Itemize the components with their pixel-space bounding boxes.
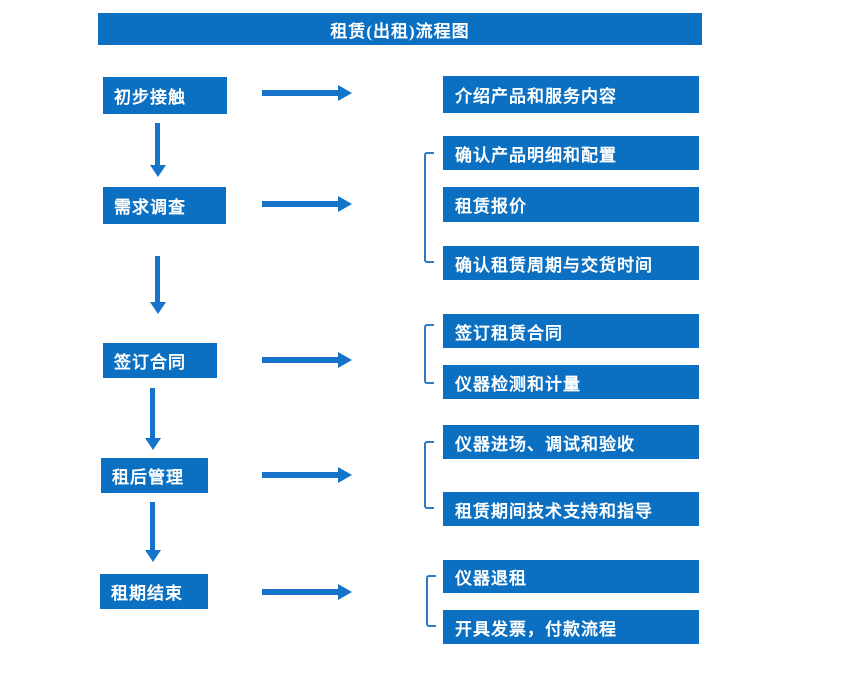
bracket-connector [426,575,436,627]
right-arrow-icon [262,584,352,600]
down-arrow-icon [144,502,161,562]
down-arrow-icon [149,256,166,314]
bracket-connector [424,152,434,263]
right-arrow-icon [262,196,352,212]
detail-box-confirm-period: 确认租赁周期与交货时间 [443,246,699,280]
detail-box-instrument-return: 仪器退租 [443,560,699,593]
detail-box-tech-support: 租赁期间技术支持和指导 [443,492,699,526]
step-box-post-rental: 租后管理 [101,458,208,493]
right-arrow-icon [262,352,352,368]
bracket-connector [424,441,434,509]
detail-box-instrument-setup: 仪器进场、调试和验收 [443,425,699,459]
detail-box-sign-lease-contract: 签订租赁合同 [443,314,699,348]
step-box-sign-contract: 签订合同 [103,343,217,378]
step-box-initial-contact: 初步接触 [103,77,227,114]
detail-box-introduce-products: 介绍产品和服务内容 [443,76,699,113]
down-arrow-icon [144,388,161,450]
detail-box-invoice-payment: 开具发票，付款流程 [443,610,699,644]
detail-box-confirm-product-spec: 确认产品明细和配置 [443,136,699,170]
bracket-connector [424,324,434,384]
down-arrow-icon [149,123,166,177]
detail-box-instrument-testing: 仪器检测和计量 [443,365,699,399]
right-arrow-icon [262,85,352,101]
flowchart-title: 租赁(出租)流程图 [98,13,702,45]
right-arrow-icon [262,467,352,483]
step-box-lease-end: 租期结束 [100,574,208,609]
step-box-demand-survey: 需求调查 [103,187,226,224]
detail-box-rental-quote: 租赁报价 [443,187,699,222]
